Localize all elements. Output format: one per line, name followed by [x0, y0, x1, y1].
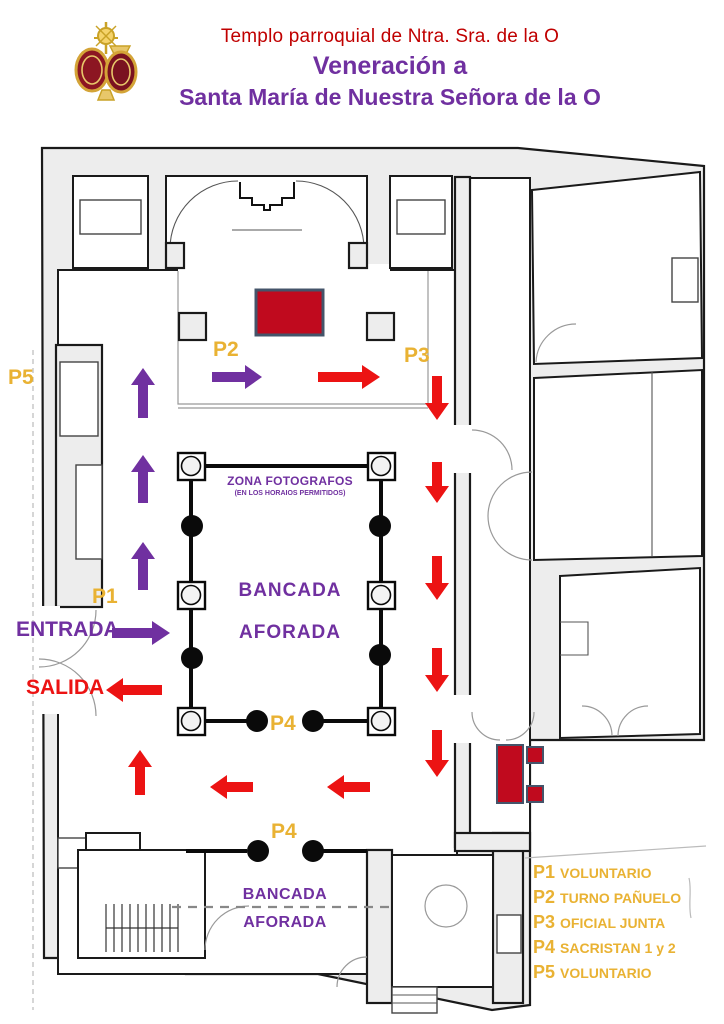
- barrier-dots: [181, 515, 391, 732]
- label-p2: P2: [213, 338, 239, 361]
- label-bancada-bottom-2: AFORADA: [243, 914, 327, 931]
- title-line-1: Templo parroquial de Ntra. Sra. de la O: [220, 26, 560, 47]
- emblem-logo: [68, 16, 152, 114]
- label-bancada-center-2: AFORADA: [239, 622, 341, 643]
- header: Templo parroquial de Ntra. Sra. de la O …: [150, 26, 630, 111]
- title-line-2: Veneración a: [312, 52, 468, 80]
- door-arcs: [471, 323, 649, 741]
- arrow-down-4: [425, 648, 449, 692]
- stair-room: [77, 832, 250, 959]
- legend-code: P1: [533, 862, 556, 882]
- legend-code: P3: [533, 912, 556, 932]
- legend-label: TURNO PAÑUELO: [560, 890, 682, 906]
- lower-barrier: [186, 840, 367, 862]
- legend-code: P5: [533, 962, 556, 982]
- baptistery: [336, 831, 532, 1014]
- legend-label: VOLUNTARIO: [560, 965, 652, 981]
- staircase: [105, 904, 179, 952]
- arrow-left-bottom-2: [210, 775, 253, 799]
- left-pier: [54, 343, 104, 609]
- left-medallion: [74, 47, 110, 93]
- title-line-3: Santa María de Nuestra Señora de la O: [179, 84, 601, 110]
- corridor: [452, 175, 531, 849]
- right-medallion: [104, 45, 138, 94]
- barrier-zone: [176, 451, 397, 737]
- legend-code: P4: [533, 937, 556, 957]
- entrance-doorway: [30, 606, 97, 717]
- label-p5: P5: [8, 366, 34, 389]
- arrow-up-1: [131, 368, 155, 418]
- legend-label: VOLUNTARIO: [560, 865, 652, 881]
- arrow-right-entrada: [112, 621, 170, 645]
- arrow-down-2: [425, 462, 449, 503]
- pillar-left: [177, 311, 208, 342]
- monstrance-icon: [94, 22, 118, 101]
- right-wing-rooms: [530, 170, 704, 740]
- chapel-right: [389, 175, 453, 269]
- route-arrows-red: [106, 365, 449, 799]
- arrow-up-exit: [128, 750, 152, 795]
- legend-label: OFICIAL JUNTA: [560, 915, 666, 931]
- arrow-down-5: [425, 730, 449, 777]
- route-arrows-purple: [112, 365, 262, 645]
- arrow-right-top: [318, 365, 380, 389]
- arrow-left-bottom-1: [327, 775, 370, 799]
- apse: [164, 175, 390, 274]
- furniture-red: [496, 744, 544, 804]
- altar-table: [254, 288, 325, 337]
- label-salida: SALIDA: [26, 676, 105, 699]
- label-zona-fotografos-sub: (EN LOS HORAIOS PERMITIDOS): [234, 490, 346, 497]
- label-p4-lower: P4: [271, 820, 297, 843]
- arrow-right-p2: [212, 365, 262, 389]
- barrier-posts: [176, 451, 397, 737]
- chapel-left: [72, 175, 149, 269]
- label-p3: P3: [404, 344, 430, 367]
- arrow-up-2: [131, 455, 155, 503]
- pillar-right: [365, 311, 396, 342]
- arrow-down-1: [425, 376, 449, 420]
- legend-code: P2: [533, 887, 556, 907]
- arrow-down-3: [425, 556, 449, 600]
- label-zona-fotografos: ZONA FOTOGRAFOS: [227, 474, 353, 488]
- legend-label: SACRISTAN 1 y 2: [560, 940, 676, 956]
- baptistery-font: [424, 884, 468, 928]
- arrow-left-salida: [106, 678, 162, 702]
- label-bancada-bottom-1: BANCADA: [242, 886, 328, 903]
- label-entrada: ENTRADA: [16, 618, 119, 641]
- arrow-up-3: [131, 542, 155, 590]
- label-bancada-center-1: BANCADA: [238, 580, 342, 601]
- label-p4-upper: P4: [270, 712, 296, 735]
- paper-lines: [32, 350, 707, 1010]
- label-p1: P1: [92, 585, 118, 608]
